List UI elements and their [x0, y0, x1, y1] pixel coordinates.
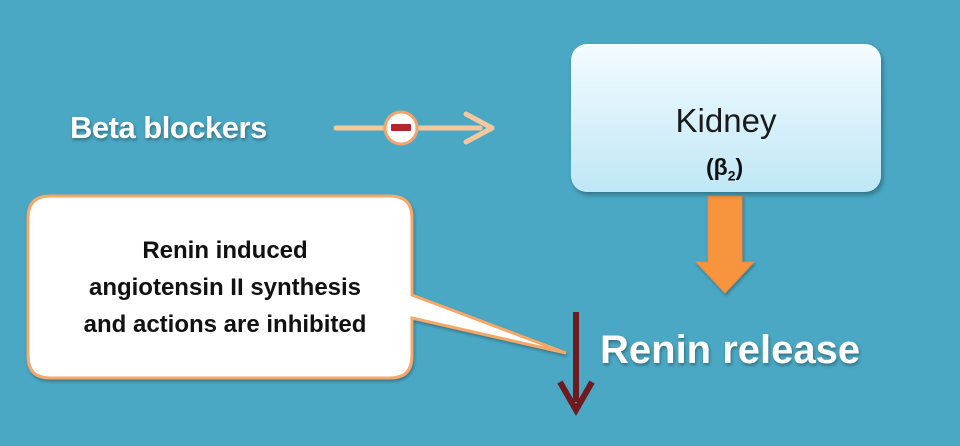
receptor-text: (β	[706, 154, 728, 180]
callout-line: angiotensin II synthesis	[88, 274, 362, 301]
down-arrow	[694, 195, 756, 294]
kidney-box: Kidney (β2)	[571, 44, 881, 192]
kidney-title: Kidney	[675, 102, 777, 139]
result-down-arrow	[557, 312, 595, 417]
inhibition-arrow	[333, 110, 495, 146]
receptor-subscript: 2	[727, 167, 736, 184]
beta-blockers-label: Beta blockers	[70, 110, 267, 145]
receptor-close: )	[735, 154, 744, 180]
callout-text: Renin induced angiotensin II synthesis a…	[40, 232, 410, 343]
callout-line: and actions are inhibited	[83, 311, 367, 338]
receptor-label: (β2)	[706, 154, 743, 184]
callout-bubble	[26, 194, 567, 380]
renin-release-label: Renin release	[600, 328, 861, 372]
callout-line: Renin induced	[142, 237, 308, 264]
